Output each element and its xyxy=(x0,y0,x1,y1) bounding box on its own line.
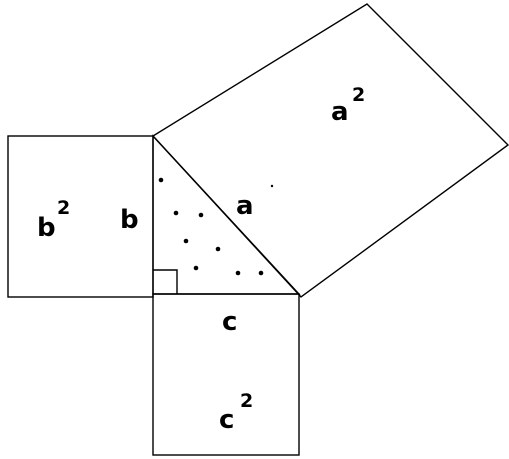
dot xyxy=(193,265,199,271)
right-angle-marker xyxy=(153,269,178,294)
dot xyxy=(215,246,221,252)
side-c-label: c xyxy=(222,307,237,337)
dot xyxy=(198,212,204,218)
dot xyxy=(183,238,189,244)
dot xyxy=(258,270,264,276)
square-c-label-exponent: 2 xyxy=(240,390,253,412)
square-a xyxy=(151,3,509,298)
square-b-label-base: b xyxy=(37,213,56,243)
side-b-label: b xyxy=(120,205,139,235)
square-b-label-exponent: 2 xyxy=(57,197,70,219)
dot xyxy=(270,184,274,188)
dot xyxy=(173,210,179,216)
square-c-label-base: c xyxy=(219,405,234,435)
dot xyxy=(235,270,241,276)
right-triangle xyxy=(152,134,301,295)
dot xyxy=(158,177,164,183)
square-a-label-base: a xyxy=(331,97,349,127)
triangle-dot-fill xyxy=(158,177,274,276)
square-a-label-exponent: 2 xyxy=(352,84,365,106)
side-a-label: a xyxy=(236,191,254,221)
